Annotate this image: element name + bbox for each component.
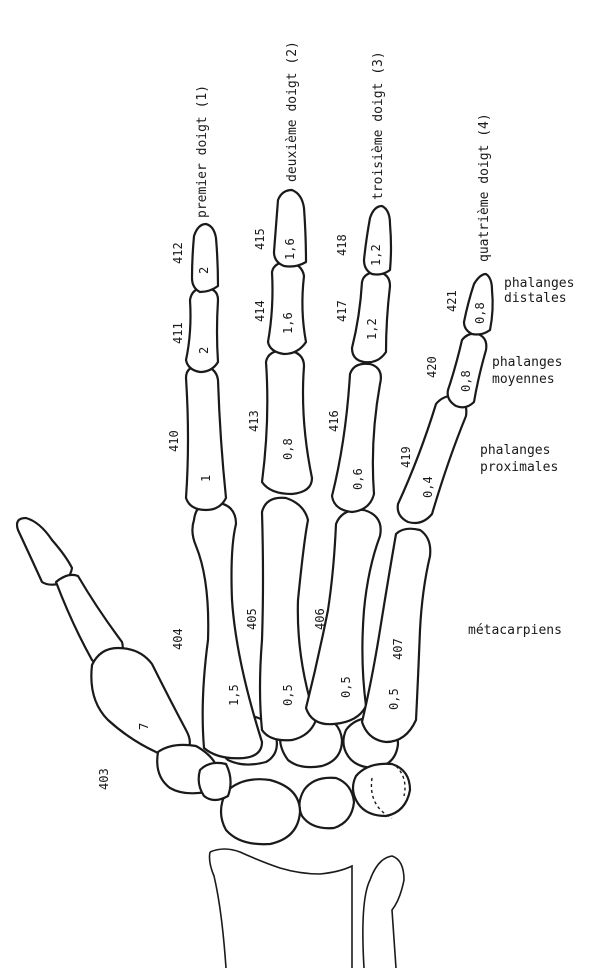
thumb-distal-phalanx	[17, 518, 72, 585]
finger-4-title: quatrième doigt (4)	[477, 113, 492, 262]
value-metacarpal-4: 0,5	[387, 688, 401, 710]
bone-number-415: 415	[253, 228, 267, 250]
label-distal-line2: distales	[504, 291, 567, 306]
radius-bone	[210, 849, 352, 968]
bone-number-420: 420	[425, 356, 439, 378]
bone-number-413: 413	[247, 410, 261, 432]
value-finger-3-proximal: 0,6	[351, 468, 365, 490]
value-finger-3-middle: 1,2	[365, 318, 379, 340]
carpal-bone	[221, 779, 300, 844]
value-metacarpal-3: 0,5	[339, 676, 353, 698]
value-finger-4-distal: 0,8	[473, 302, 487, 324]
phalanx-412	[192, 224, 218, 292]
value-thumb-metacarpal: 7	[137, 723, 151, 730]
value-finger-1-middle: 2	[197, 347, 211, 354]
bone-number-407: 407	[391, 638, 405, 660]
finger-1-title: premier doigt (1)	[195, 85, 210, 218]
bone-number-419: 419	[399, 446, 413, 468]
bone-number-417: 417	[335, 300, 349, 322]
value-finger-3-distal: 1,2	[369, 244, 383, 266]
metacarpal-bones	[192, 498, 430, 759]
ulna-bone	[363, 856, 404, 968]
bone-number-414: 414	[253, 300, 267, 322]
bone-number-418: 418	[335, 234, 349, 256]
value-metacarpal-2: 0,5	[281, 684, 295, 706]
value-finger-4-middle: 0,8	[459, 370, 473, 392]
finger-3-title: troisième doigt (3)	[371, 51, 386, 200]
finger-2-title: deuxième doigt (2)	[285, 41, 300, 182]
bone-number-410: 410	[167, 430, 181, 452]
bone-number-416: 416	[327, 410, 341, 432]
label-proximal-line2: proximales	[480, 460, 558, 475]
bone-number-412: 412	[171, 242, 185, 264]
value-finger-1-proximal: 1	[199, 475, 213, 482]
value-finger-2-middle: 1,6	[281, 312, 295, 334]
value-finger-1-distal: 2	[197, 267, 211, 274]
thumb-bones	[17, 518, 219, 793]
label-proximal-line1: phalanges	[480, 443, 550, 458]
label-middle-line1: phalanges	[492, 355, 562, 370]
value-finger-4-proximal: 0,4	[421, 476, 435, 498]
value-metacarpal-1: 1,5	[227, 684, 241, 706]
phalanx-417	[352, 272, 390, 362]
carpal-bone	[299, 778, 354, 829]
phalanx-413	[262, 350, 312, 494]
bone-number-406: 406	[313, 608, 327, 630]
value-finger-2-distal: 1,6	[283, 238, 297, 260]
label-metacarpal: métacarpiens	[468, 623, 562, 638]
phalanx-410	[186, 366, 226, 510]
phalanx-411	[186, 288, 218, 372]
thumb-metacarpal	[91, 648, 190, 757]
phalanx-414	[268, 262, 306, 354]
label-middle-line2: moyennes	[492, 372, 555, 387]
bone-number-404: 404	[171, 628, 185, 650]
bone-number-403: 403	[97, 768, 111, 790]
value-finger-2-proximal: 0,8	[281, 438, 295, 460]
carpal-bone	[199, 763, 231, 800]
bone-number-411: 411	[171, 322, 185, 344]
bone-number-405: 405	[245, 608, 259, 630]
carpal-bone	[353, 764, 410, 816]
label-distal-line1: phalanges	[504, 276, 574, 291]
bone-number-421: 421	[445, 290, 459, 312]
